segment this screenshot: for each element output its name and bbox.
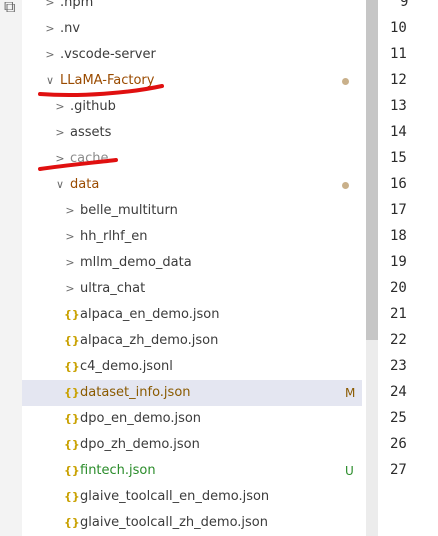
line-number: 19 (390, 254, 407, 270)
chevron-right-icon[interactable]: > (65, 282, 75, 295)
chevron-right-icon[interactable]: > (55, 152, 65, 165)
git-status-badge: U (345, 464, 354, 478)
line-number: 13 (390, 98, 407, 114)
item-label: LLaMA-Factory (60, 73, 155, 88)
item-label: dpo_zh_demo.json (80, 437, 200, 452)
chevron-right-icon[interactable]: > (55, 126, 65, 139)
item-label: .vscode-server (60, 47, 156, 62)
line-number: 22 (390, 332, 407, 348)
file-item[interactable]: {}glaive_toolcall_en_demo.json (22, 484, 362, 510)
line-number: 12 (390, 72, 407, 88)
item-label: c4_demo.jsonl (80, 359, 173, 374)
json-file-icon: {} (64, 334, 80, 347)
modified-dot-icon (342, 78, 349, 85)
chevron-right-icon[interactable]: > (45, 22, 55, 35)
folder-item[interactable]: > mllm_demo_data (22, 250, 362, 276)
chevron-right-icon[interactable]: > (45, 48, 55, 61)
item-label: alpaca_en_demo.json (80, 307, 220, 322)
file-item[interactable]: {}dataset_info.json M (22, 380, 362, 406)
item-label: assets (70, 125, 112, 140)
chevron-right-icon[interactable]: > (55, 100, 65, 113)
item-label: mllm_demo_data (80, 255, 192, 270)
line-number: 10 (390, 20, 407, 36)
file-item[interactable]: {}alpaca_en_demo.json (22, 302, 362, 328)
files-icon[interactable]: ⧉ (4, 0, 16, 16)
folder-item[interactable]: > belle_multiturn (22, 198, 362, 224)
item-label: alpaca_zh_demo.json (80, 333, 219, 348)
folder-item[interactable]: > .nv (22, 16, 362, 42)
editor-line-gutter: 9 10 11 12 13 14 15 16 17 18 19 20 21 22 23 24 25 26 27 (378, 0, 438, 536)
line-number: 23 (390, 358, 407, 374)
line-number: 17 (390, 202, 407, 218)
line-number: 15 (390, 150, 407, 166)
json-file-icon: {} (64, 360, 80, 373)
file-item[interactable]: {}dpo_zh_demo.json (22, 432, 362, 458)
json-file-icon: {} (64, 386, 80, 399)
modified-dot-icon (342, 182, 349, 189)
file-item[interactable]: {}alpaca_zh_demo.json (22, 328, 362, 354)
folder-item[interactable]: > .github (22, 94, 362, 120)
folder-item[interactable]: ∨ data (22, 172, 362, 198)
item-label: cache (70, 151, 109, 166)
file-item[interactable]: {}dpo_en_demo.json (22, 406, 362, 432)
item-label: dataset_info.json (80, 385, 191, 400)
file-explorer: > .npm > .nv > .vscode-server ∨ LLaMA-Factory >.… (22, 0, 366, 536)
folder-item[interactable]: > cache (22, 146, 362, 172)
json-file-icon: {} (64, 438, 80, 451)
line-number: 9 (400, 0, 409, 10)
chevron-right-icon[interactable]: > (45, 0, 55, 9)
folder-item[interactable]: > .vscode-server (22, 42, 362, 68)
chevron-right-icon[interactable]: > (65, 256, 75, 269)
chevron-down-icon[interactable]: ∨ (55, 178, 65, 191)
folder-item[interactable]: > ultra_chat (22, 276, 362, 302)
json-file-icon: {} (64, 308, 80, 321)
item-label: fintech.json (80, 463, 156, 478)
item-label: .nv (60, 21, 81, 36)
line-number: 11 (390, 46, 407, 62)
item-label: ultra_chat (80, 281, 146, 296)
line-number: 25 (390, 410, 407, 426)
line-number: 24 (390, 384, 407, 400)
folder-item[interactable]: > .npm (22, 0, 362, 16)
activity-bar: ⧉ (0, 0, 22, 536)
file-item[interactable]: {}glaive_toolcall_zh_demo.json (22, 510, 362, 536)
item-label: .npm (60, 0, 94, 10)
item-label: dpo_en_demo.json (80, 411, 202, 426)
json-file-icon: {} (64, 516, 80, 529)
file-item[interactable]: {}c4_demo.jsonl (22, 354, 362, 380)
json-file-icon: {} (64, 490, 80, 503)
json-file-icon: {} (64, 464, 80, 477)
file-item[interactable]: {}fintech.json U (22, 458, 362, 484)
explorer-scrollbar-thumb[interactable] (366, 0, 378, 340)
item-label: belle_multiturn (80, 203, 178, 218)
line-number: 16 (390, 176, 407, 192)
folder-item[interactable]: > assets (22, 120, 362, 146)
chevron-right-icon[interactable]: > (65, 230, 75, 243)
item-label: glaive_toolcall_en_demo.json (80, 489, 270, 504)
chevron-right-icon[interactable]: > (65, 204, 75, 217)
line-number: 14 (390, 124, 407, 140)
folder-item[interactable]: > hh_rlhf_en (22, 224, 362, 250)
item-label: .github (70, 99, 116, 114)
chevron-down-icon[interactable]: ∨ (45, 74, 55, 87)
item-label: glaive_toolcall_zh_demo.json (80, 515, 268, 530)
item-label: data (70, 177, 100, 192)
line-number: 20 (390, 280, 407, 296)
line-number: 26 (390, 436, 407, 452)
folder-item[interactable]: ∨ LLaMA-Factory (22, 68, 362, 94)
explorer-scrollbar-track[interactable] (366, 340, 378, 536)
git-status-badge: M (345, 386, 356, 400)
line-number: 27 (390, 462, 407, 478)
json-file-icon: {} (64, 412, 80, 425)
line-number: 18 (390, 228, 407, 244)
item-label: hh_rlhf_en (80, 229, 148, 244)
line-number: 21 (390, 306, 407, 322)
